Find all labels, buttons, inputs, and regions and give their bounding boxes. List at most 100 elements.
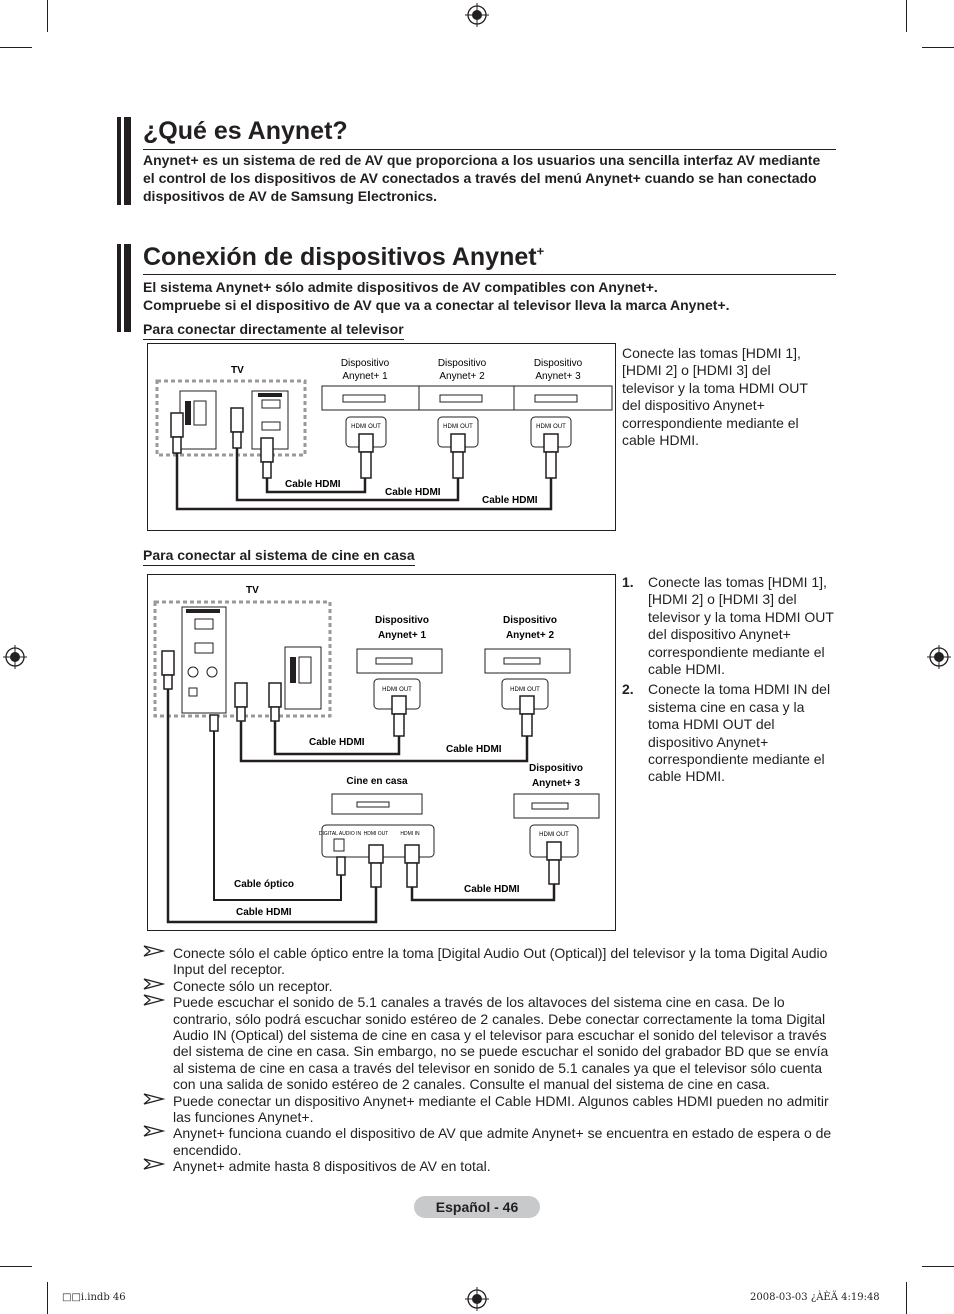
tv-side-label — [185, 401, 191, 425]
section-title: ¿Qué es Anynet? — [143, 117, 348, 145]
cable-label: Cable HDMI — [285, 479, 341, 490]
section-title: Conexión de dispositivos Anynet+ — [143, 243, 544, 272]
note-text: Anynet+ funciona cuando el dispositivo d… — [173, 1125, 832, 1158]
intro-line: Compruebe si el dispositivo de AV que va… — [143, 297, 730, 313]
note-item: Puede conectar un dispositivo Anynet+ me… — [143, 1093, 836, 1126]
device-label: Anynet+ 1 — [378, 630, 427, 641]
intro-line: El sistema Anynet+ sólo admite dispositi… — [143, 279, 658, 295]
tv-hdmi-port — [298, 656, 312, 684]
tv-panel — [155, 379, 307, 457]
note-text: Puede escuchar el sonido de 5.1 canales … — [173, 994, 829, 1093]
port-label: HDMI OUT — [536, 424, 566, 430]
crop-mark — [922, 47, 954, 48]
crop-mark — [906, 1282, 907, 1314]
subsection-heading: Para conectar al sistema de cine en casa — [143, 547, 415, 566]
crop-mark — [0, 1266, 32, 1267]
tv-hdmi-port — [193, 400, 207, 426]
tv-side-label — [290, 657, 296, 683]
device-label: Anynet+ 2 — [506, 630, 555, 641]
section-title-sup: + — [536, 243, 545, 259]
device-label: Dispositivo — [375, 615, 429, 626]
crop-mark — [906, 0, 907, 32]
subsection-heading: Para conectar directamente al televisor — [143, 321, 404, 340]
tv-panel — [153, 600, 332, 718]
list-item: 1. Conecte las tomas [HDMI 1], [HDMI 2] … — [622, 574, 836, 678]
registration-mark-icon — [465, 3, 489, 27]
device-label: Anynet+ 3 — [535, 371, 581, 382]
note-item: Anynet+ admite hasta 8 dispositivos de A… — [143, 1158, 836, 1174]
list-item: 2. Conecte la toma HDMI IN del sistema c… — [622, 681, 836, 785]
crop-mark — [922, 1266, 954, 1267]
tv-audio-jack — [206, 666, 218, 678]
home-theater-unit: Cine en casa DIGITAL AUDIO IN HDMI OUT H… — [319, 776, 435, 888]
tv-label: TV — [246, 585, 259, 596]
step-text: Conecte la toma HDMI IN del sistema cine… — [648, 681, 831, 785]
cable-label: Cable óptico — [234, 879, 294, 890]
tv-optical-port — [188, 687, 198, 697]
footer-timestamp: 2008-03-03 ¿ÀÈÄ 4:19:48 — [750, 1292, 880, 1303]
anynet-device-2: Dispositivo Anynet+ 2 HDMI OUT — [484, 615, 571, 737]
tv-hdmi-port — [194, 618, 214, 630]
note-item: Puede escuchar el sonido de 5.1 canales … — [143, 994, 836, 1092]
hdmi-cable — [239, 721, 529, 763]
port-label: HDMI OUT — [510, 687, 540, 693]
hdmi-plug — [170, 407, 274, 479]
title-rule — [143, 149, 836, 150]
device-label: Anynet+ 3 — [532, 778, 581, 789]
note-item: Conecte sólo el cable óptico entre la to… — [143, 945, 836, 978]
port-label: HDMI OUT — [364, 831, 389, 837]
tv-hdmi-port — [261, 421, 281, 431]
cable-label: Cable HDMI — [464, 884, 520, 895]
anynet-device-2: Dispositivo Anynet+ 2 HDMI OUT — [418, 358, 518, 479]
device-label: Dispositivo — [438, 358, 487, 369]
anynet-device-1: Dispositivo Anynet+ 1 HDMI OUT — [321, 358, 421, 479]
optical-cable — [213, 731, 342, 901]
cable-label: Cable HDMI — [446, 744, 502, 755]
footer-file: □□i.indb 46 — [62, 1292, 126, 1303]
port-label: HDMI OUT — [351, 424, 381, 430]
hdmi-cable — [175, 448, 553, 511]
note-arrow-icon — [143, 1093, 165, 1105]
note-arrow-icon — [143, 1125, 165, 1138]
section-intro: El sistema Anynet+ sólo admite dispositi… — [143, 278, 833, 314]
hdmi-plug — [161, 650, 282, 732]
registration-mark-icon — [927, 645, 951, 669]
note-text: Conecte sólo el cable óptico entre la to… — [173, 945, 828, 978]
tv-hdmi-port — [261, 399, 281, 409]
section-intro: Anynet+ es un sistema de red de AV que p… — [143, 152, 821, 204]
note-text: Puede conectar un dispositivo Anynet+ me… — [173, 1092, 829, 1126]
step-number: 1. — [622, 574, 634, 590]
section-marker — [117, 117, 131, 205]
tv-port-label — [186, 609, 220, 613]
cable-label: Cable HDMI — [236, 907, 292, 918]
crop-mark — [0, 47, 32, 48]
note-arrow-icon — [143, 945, 165, 957]
port-label: HDMI OUT — [382, 687, 412, 693]
note-arrow-icon — [143, 994, 165, 1006]
tv-hdmi-port — [194, 642, 214, 654]
crop-mark — [47, 1282, 48, 1314]
note-arrow-icon — [143, 1158, 165, 1170]
note-text: Anynet+ admite hasta 8 dispositivos de A… — [173, 1158, 491, 1175]
note-arrow-icon — [143, 978, 165, 990]
step-number: 2. — [622, 681, 634, 698]
device-label: Anynet+ 1 — [342, 371, 388, 382]
cable-label: Cable HDMI — [309, 737, 365, 748]
note-item: Conecte sólo un receptor. — [143, 978, 836, 994]
home-theater-diagram: TV Dispositivo Anynet+ 1 HDMI OUT Dispos… — [147, 574, 616, 931]
device-label: Dispositivo — [534, 358, 583, 369]
port-label: HDMI OUT — [539, 832, 569, 838]
port-label: HDMI OUT — [443, 424, 473, 430]
device-label: Dispositivo — [341, 358, 390, 369]
note-text: Conecte sólo un receptor. — [173, 977, 333, 994]
direct-description: Conecte las tomas [HDMI 1], [HDMI 2] o [… — [622, 345, 808, 449]
tv-port-label — [258, 393, 282, 397]
section-marker — [117, 244, 131, 332]
step-text: Conecte las tomas [HDMI 1], [HDMI 2] o [… — [648, 574, 834, 678]
device-label: Dispositivo — [529, 763, 583, 774]
direct-connection-diagram: TV Cable HDMI Cable HDMI Cable HDMI Disp… — [147, 343, 616, 531]
anynet-device-3: Dispositivo Anynet+ 3 HDMI OUT — [513, 358, 613, 479]
registration-mark-icon — [3, 645, 27, 669]
anynet-device-1: Dispositivo Anynet+ 1 HDMI OUT — [356, 615, 443, 737]
hdmi-cable — [166, 689, 556, 924]
